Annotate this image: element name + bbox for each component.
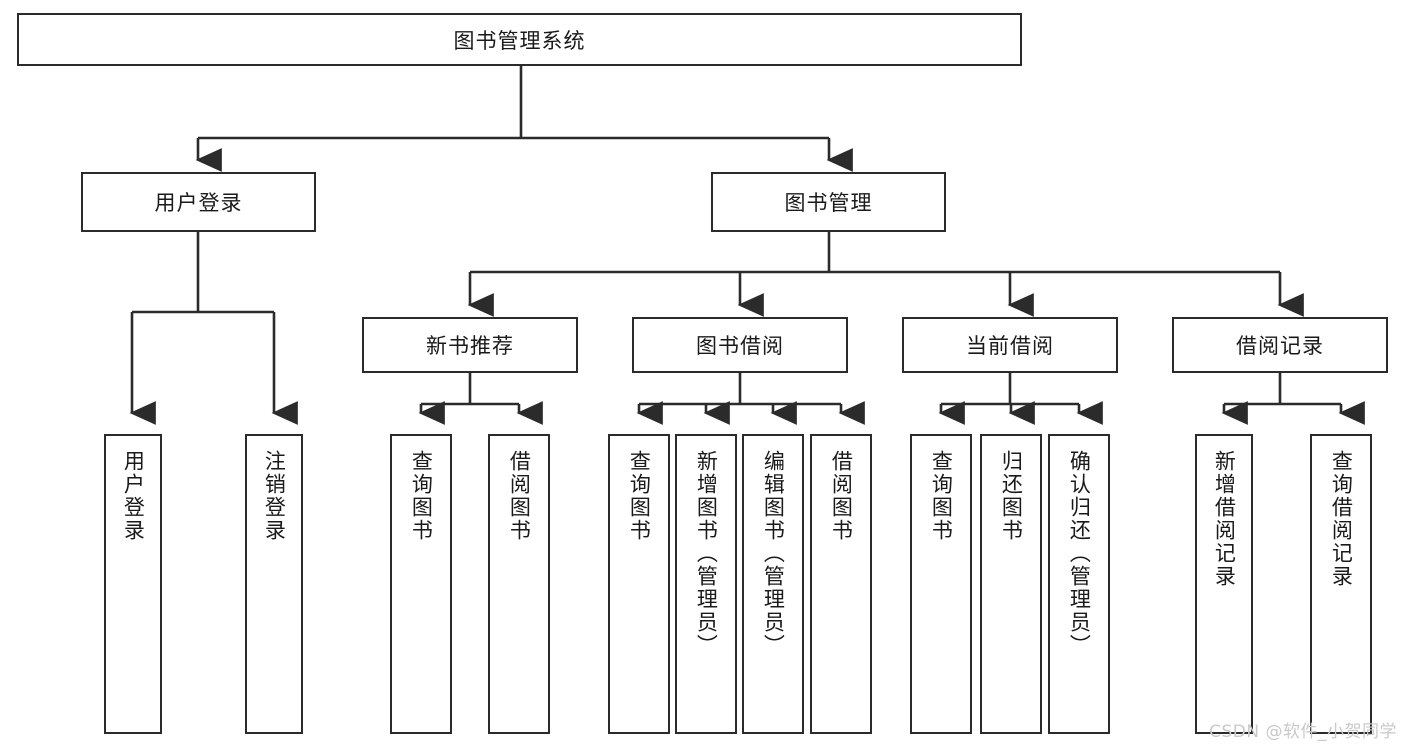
leaf-borrow-books-recommendation[interactable]: 借阅图书: [488, 434, 550, 734]
leaf-add-borrow-record[interactable]: 新增借阅记录: [1195, 434, 1253, 734]
leaf-label: 新增图书（管理员）: [694, 450, 719, 657]
leaf-label: 注销登录: [262, 450, 287, 542]
leaf-label: 编辑图书（管理员）: [761, 450, 786, 657]
node-new-book-recommendation[interactable]: 新书推荐: [362, 317, 578, 373]
leaf-label: 确认归还（管理员）: [1067, 450, 1092, 657]
leaf-query-books-current[interactable]: 查询图书: [910, 434, 972, 734]
leaf-label: 查询图书: [627, 450, 652, 542]
node-borrow-records[interactable]: 借阅记录: [1172, 317, 1388, 373]
leaf-return-books[interactable]: 归还图书: [980, 434, 1042, 734]
leaf-label: 借阅图书: [507, 450, 532, 542]
leaf-label: 借阅图书: [829, 450, 854, 542]
node-label: 图书管理系统: [453, 28, 586, 53]
leaf-label: 归还图书: [999, 450, 1024, 542]
node-root-book-management-system[interactable]: 图书管理系统: [17, 13, 1022, 66]
node-user-login[interactable]: 用户登录: [81, 172, 316, 232]
leaf-confirm-return-admin[interactable]: 确认归还（管理员）: [1048, 434, 1110, 734]
node-label: 图书借阅: [696, 334, 784, 358]
leaf-query-borrow-record[interactable]: 查询借阅记录: [1310, 434, 1372, 734]
node-label: 用户登录: [154, 191, 243, 215]
node-book-borrowing[interactable]: 图书借阅: [632, 317, 848, 373]
leaf-user-login[interactable]: 用户登录: [104, 434, 162, 734]
leaf-query-books-borrowing[interactable]: 查询图书: [608, 434, 670, 734]
leaf-label: 查询图书: [409, 450, 434, 542]
leaf-logout[interactable]: 注销登录: [245, 434, 303, 734]
node-label: 新书推荐: [426, 334, 514, 358]
leaf-borrow-books-borrowing[interactable]: 借阅图书: [810, 434, 872, 734]
leaf-edit-book-admin[interactable]: 编辑图书（管理员）: [742, 434, 804, 734]
leaf-label: 用户登录: [121, 450, 146, 542]
leaf-label: 查询借阅记录: [1329, 450, 1354, 588]
node-label: 图书管理: [784, 191, 873, 215]
leaf-query-books-recommendation[interactable]: 查询图书: [390, 434, 452, 734]
leaf-add-book-admin[interactable]: 新增图书（管理员）: [675, 434, 737, 734]
leaf-label: 查询图书: [929, 450, 954, 542]
node-label: 借阅记录: [1236, 334, 1324, 358]
node-book-management[interactable]: 图书管理: [711, 172, 946, 232]
node-label: 当前借阅: [966, 334, 1054, 358]
node-current-borrowing[interactable]: 当前借阅: [902, 317, 1118, 373]
leaf-label: 新增借阅记录: [1212, 450, 1237, 588]
